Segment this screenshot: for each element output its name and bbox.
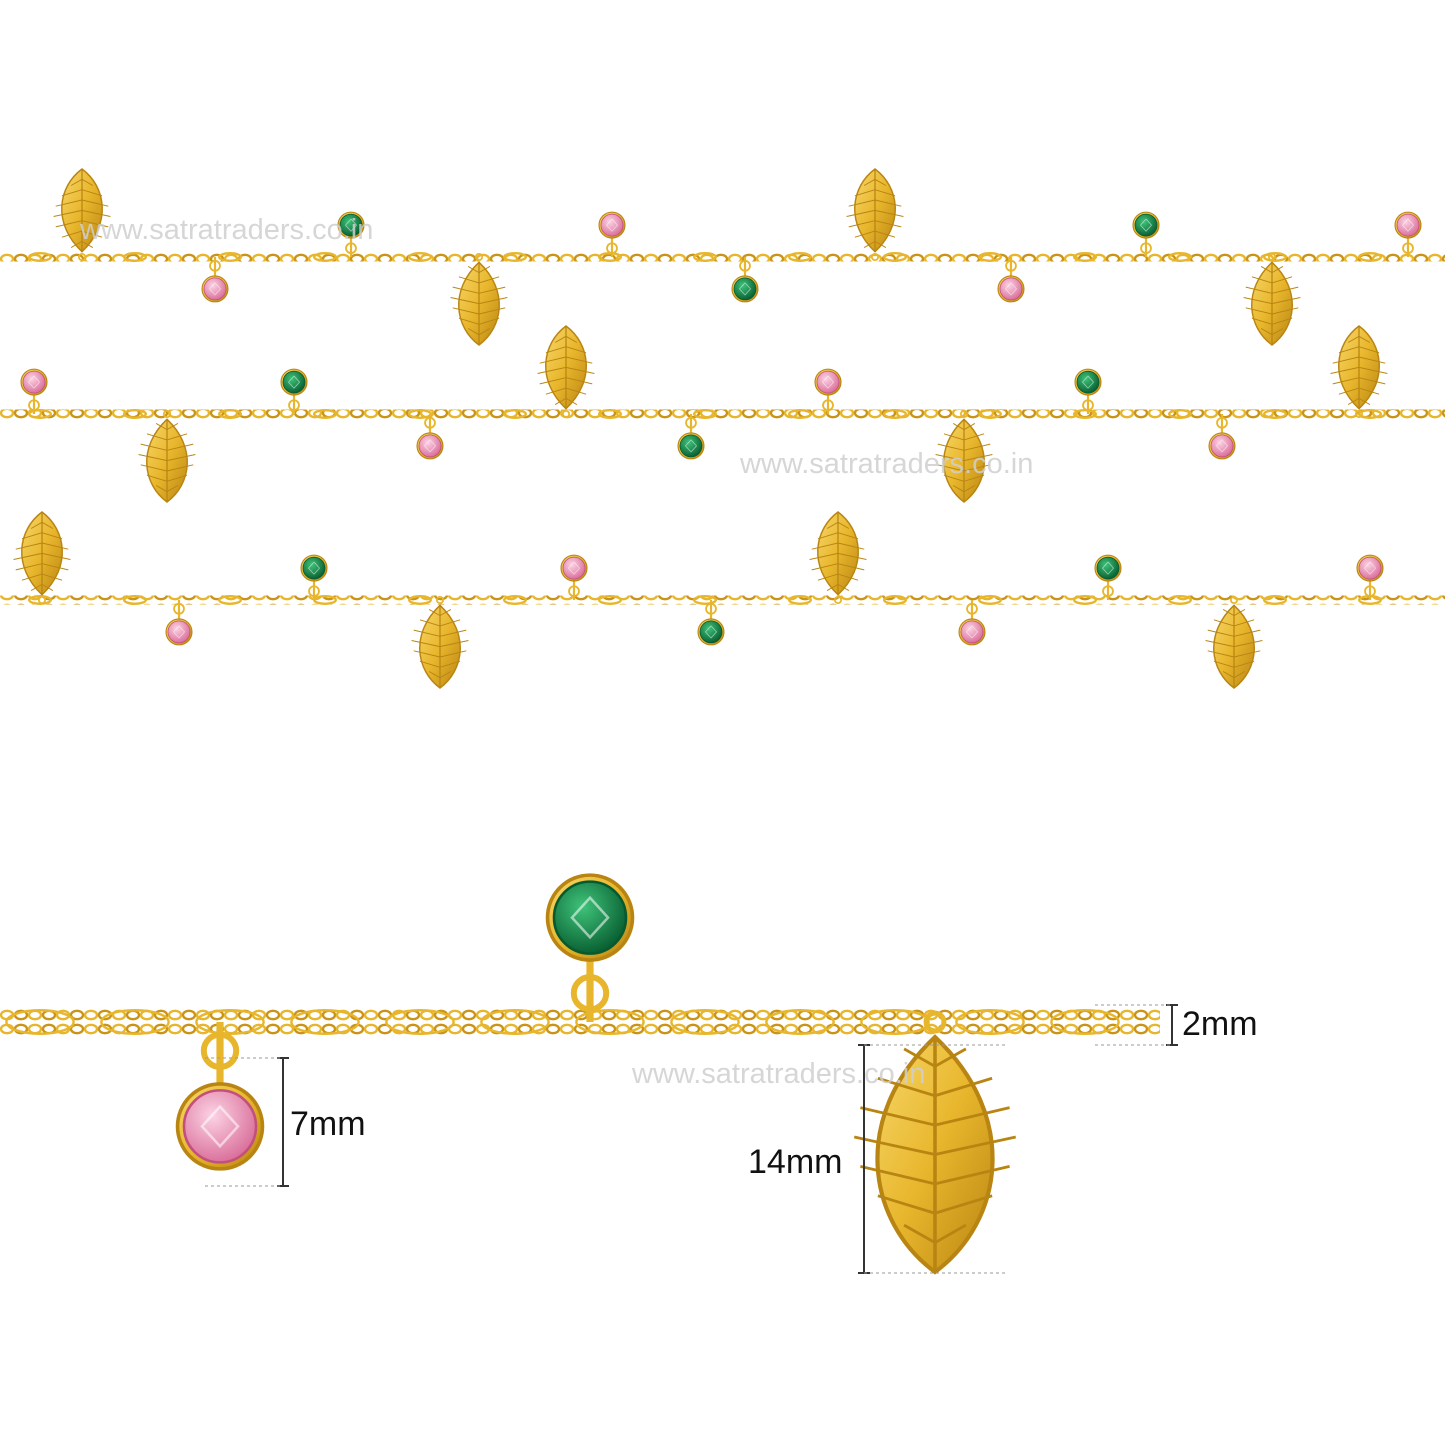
chain-width-label: 2mm <box>1182 1005 1258 1043</box>
dimension-lines <box>205 1004 1178 1274</box>
leaf-charm-icon <box>935 409 993 503</box>
pink-drop-icon <box>20 368 48 414</box>
pink-drop-icon <box>997 257 1025 303</box>
chain-row-1 <box>0 168 1445 346</box>
chain-row-3-chain <box>0 595 1445 605</box>
emerald-drop-icon <box>1132 211 1160 257</box>
emerald-drop-icon <box>1094 554 1122 600</box>
emerald-drop-icon <box>280 368 308 414</box>
pink-drop-icon <box>165 600 193 646</box>
emerald-drop-icon <box>697 600 725 646</box>
emerald-drop-icon <box>337 211 365 257</box>
chain-width-dimension <box>1095 1004 1178 1046</box>
pink-drop-icon <box>598 211 626 257</box>
stone-drop-height-label: 7mm <box>290 1105 366 1143</box>
chain-row-2-chain <box>0 409 1445 419</box>
emerald-drop-icon <box>731 257 759 303</box>
pink-drop-icon <box>1394 211 1422 257</box>
leaf-charm-height-dimension <box>858 1044 1005 1274</box>
product-chain-rows <box>0 168 1445 689</box>
pink-drop-icon <box>958 600 986 646</box>
emerald-drop-icon <box>300 554 328 600</box>
closeup-pink-drop-icon <box>175 1022 265 1171</box>
leaf-charm-icon <box>1205 595 1263 689</box>
leaf-charm-icon <box>411 595 469 689</box>
stone-drop-height-dimension <box>205 1057 289 1187</box>
pink-drop-icon <box>201 257 229 303</box>
leaf-charm-icon <box>13 511 71 605</box>
chain-row-2 <box>0 325 1445 503</box>
closeup-detail <box>0 873 1160 1275</box>
watermark-3: www.satratraders.co.in <box>632 1058 926 1090</box>
leaf-charm-icon <box>1243 252 1301 346</box>
closeup-emerald-drop-icon <box>545 873 635 1022</box>
leaf-charm-icon <box>450 252 508 346</box>
watermark-1: www.satratraders.co.in <box>80 214 374 246</box>
chain-row-1-chain <box>0 252 1445 262</box>
closeup-chain <box>0 1008 1160 1036</box>
emerald-drop-icon <box>677 414 705 460</box>
leaf-charm-icon <box>809 511 867 605</box>
leaf-charm-icon <box>53 168 111 262</box>
pink-drop-icon <box>560 554 588 600</box>
leaf-charm-icon <box>537 325 595 419</box>
pink-drop-icon <box>416 414 444 460</box>
leaf-charm-height-label: 14mm <box>748 1143 843 1181</box>
pink-drop-icon <box>1356 554 1384 600</box>
chain-row-3 <box>0 511 1445 689</box>
closeup-leaf-charm-icon <box>853 1010 1017 1275</box>
pink-drop-icon <box>814 368 842 414</box>
pink-drop-icon <box>1208 414 1236 460</box>
emerald-drop-icon <box>1074 368 1102 414</box>
watermark-2: www.satratraders.co.in <box>740 448 1034 480</box>
leaf-charm-icon <box>846 168 904 262</box>
leaf-charm-icon <box>1330 325 1388 419</box>
leaf-charm-icon <box>138 409 196 503</box>
